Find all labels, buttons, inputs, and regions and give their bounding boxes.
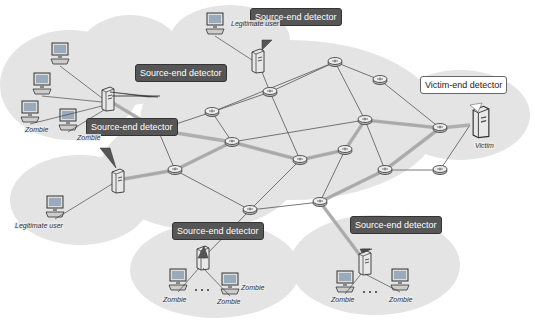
host-label: Legitimate user [230, 20, 280, 27]
ellipsis [195, 289, 377, 293]
host-label: Zombie [216, 298, 241, 305]
detector-callout: Source-end detector [135, 64, 227, 82]
detector-callout: Source-end detector [350, 216, 442, 234]
callout-text: Source-end detector [140, 68, 222, 78]
callout-pointers [100, 40, 482, 258]
victim-callout: Victim-end detector [420, 76, 507, 94]
cloud [0, 5, 530, 318]
callout-text: Source-end detector [177, 226, 259, 236]
computers [21, 13, 409, 294]
host-label: Victim [474, 142, 495, 149]
host-label: Zombie [330, 296, 355, 303]
host-label: Zombie [76, 134, 101, 141]
callout-text: Source-end detector [91, 122, 173, 132]
host-label: Zombie [24, 126, 49, 133]
detector-callout: Source-end detector [172, 222, 264, 240]
host-label: Zombie [388, 296, 413, 303]
network-links [108, 62, 470, 262]
callout-text: Victim-end detector [425, 80, 502, 90]
callout-text: Source-end detector [355, 220, 437, 230]
host-label: Legitimate user [14, 222, 64, 229]
host-label: Zombie [162, 296, 187, 303]
access-links [30, 36, 400, 296]
host-label: Zombie [240, 284, 265, 291]
